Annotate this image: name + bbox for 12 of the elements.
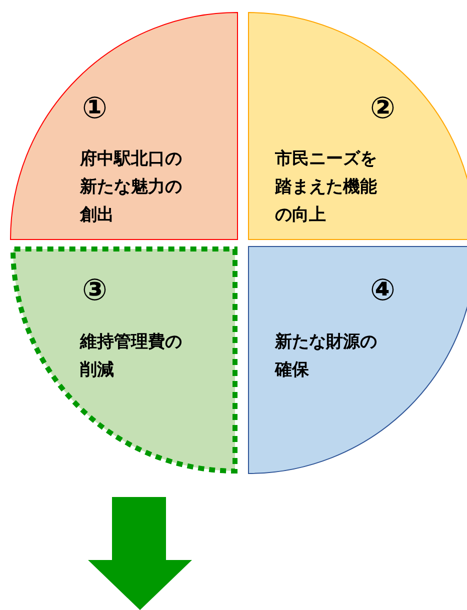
circled-number: ③ <box>82 276 108 306</box>
quadrant-segment <box>248 246 467 474</box>
quadrant-segment <box>248 12 467 240</box>
quadrant-text: 市民ニーズを踏まえた機能の向上 <box>275 148 378 227</box>
circled-number: ① <box>82 94 108 124</box>
circled-number: ② <box>370 94 396 124</box>
circled-number: ④ <box>370 276 396 306</box>
quadrant-text: 新たな財源の確保 <box>275 331 378 382</box>
quadrant-text: 維持管理費の削減 <box>80 331 183 382</box>
quadrant-segment <box>10 12 238 240</box>
quadrant-text: 府中駅北口の新たな魅力の創出 <box>80 148 183 227</box>
quadrant-segment <box>10 246 238 474</box>
